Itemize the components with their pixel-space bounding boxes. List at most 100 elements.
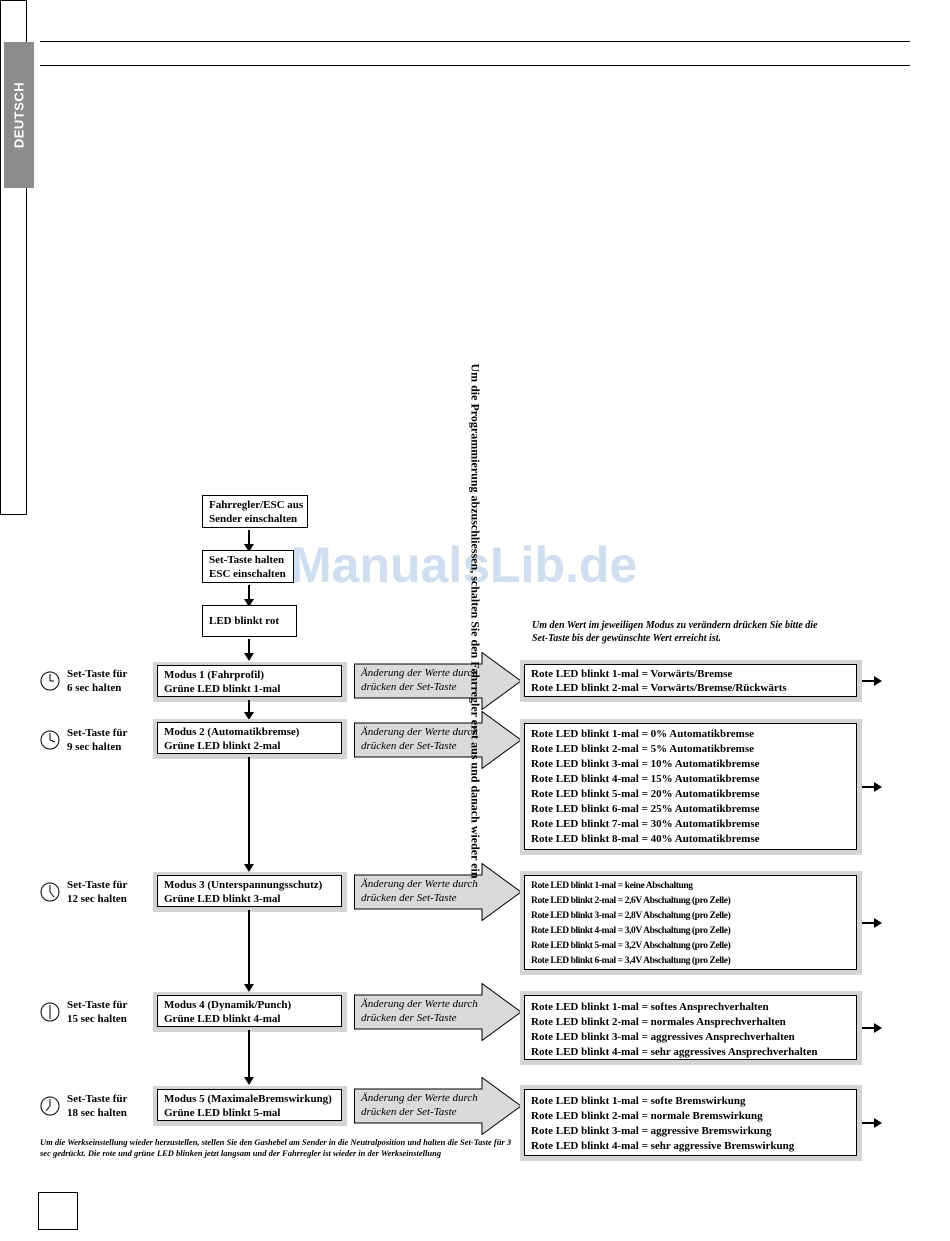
option-item: Rote LED blinkt 7-mal = 30% Automatikbre… [531, 818, 760, 830]
arrow-down [244, 1030, 254, 1085]
change-arrow-line2: drücken der Set-Taste [361, 892, 457, 904]
change-note: Um den Wert im jeweiligen Modus zu verän… [532, 620, 818, 644]
change-arrow [354, 983, 522, 1041]
change-arrow [354, 711, 522, 769]
language-tab-label: DEUTSCH [11, 81, 27, 149]
mode-4-box: Modus 4 (Dynamik/Punch) Grüne LED blinkt… [157, 995, 342, 1027]
mode-5-box: Modus 5 (MaximaleBremswirkung) Grüne LED… [157, 1089, 342, 1121]
options-box-mode-2: Rote LED blinkt 1-mal = 0% Automatikbrem… [524, 723, 857, 850]
hold-label-mode-4: Set-Taste für 15 sec halten [67, 998, 127, 1026]
hold-duration: 9 sec halten [67, 741, 122, 753]
option-item: Rote LED blinkt 6-mal = 25% Automatikbre… [531, 803, 760, 815]
options-box-mode-4: Rote LED blinkt 1-mal = softes Ansprechv… [524, 995, 857, 1060]
option-item: Rote LED blinkt 6-mal = 3,4V Abschaltung… [531, 956, 731, 966]
clock-icon [40, 1002, 60, 1022]
arrow-right [862, 676, 882, 686]
change-arrow-line2: drücken der Set-Taste [361, 740, 457, 752]
mode-led: Grüne LED blinkt 3-mal [164, 893, 281, 905]
start-step-2: Set-Taste halten ESC einschalten [202, 550, 294, 583]
option-item: Rote LED blinkt 4-mal = 3,0V Abschaltung… [531, 926, 731, 936]
arrow-down [244, 757, 254, 872]
option-item: Rote LED blinkt 5-mal = 3,2V Abschaltung… [531, 941, 731, 951]
arrow-down [244, 639, 254, 661]
clock-icon [40, 730, 60, 750]
option-item: Rote LED blinkt 4-mal = sehr aggressives… [531, 1046, 818, 1058]
mode-1-box: Modus 1 (Fahrprofil) Grüne LED blinkt 1-… [157, 665, 342, 697]
page-number-box [38, 1192, 78, 1230]
option-item: Rote LED blinkt 1-mal = softes Ansprechv… [531, 1001, 769, 1013]
options-box-mode-3: Rote LED blinkt 1-mal = keine Abschaltun… [524, 875, 857, 970]
change-arrow-line2: drücken der Set-Taste [361, 1012, 457, 1024]
header-rule-top [40, 41, 910, 42]
option-item: Rote LED blinkt 1-mal = softe Bremswirku… [531, 1095, 746, 1107]
change-arrow-text: Änderung der Werte durch drücken der Set… [361, 877, 478, 905]
hold-text: Set-Taste für [67, 668, 128, 680]
option-item: Rote LED blinkt 2-mal = normale Bremswir… [531, 1110, 763, 1122]
mode-title: Modus 4 (Dynamik/Punch) [164, 999, 292, 1011]
hold-duration: 6 sec halten [67, 682, 122, 694]
change-arrow-text: Änderung der Werte durch drücken der Set… [361, 1091, 478, 1119]
start-step-2-line2: ESC einschalten [209, 568, 286, 580]
change-arrow-text: Änderung der Werte durch drücken der Set… [361, 725, 478, 753]
hold-label-mode-1: Set-Taste für 6 sec halten [67, 667, 127, 695]
change-arrow-text: Änderung der Werte durch drücken der Set… [361, 997, 478, 1025]
start-step-1-line1: Fahrregler/ESC aus [209, 499, 304, 511]
option-item: Rote LED blinkt 5-mal = 20% Automatikbre… [531, 788, 760, 800]
header-rule-bottom [40, 65, 910, 66]
hold-duration: 15 sec halten [67, 1013, 127, 1025]
start-step-3-line1: LED blinkt rot [209, 615, 280, 627]
option-item: Rote LED blinkt 1-mal = Vorwärts/Bremse [531, 668, 733, 680]
arrow-right [862, 782, 882, 792]
change-arrow [354, 863, 522, 921]
language-tab: DEUTSCH [4, 42, 34, 188]
change-arrow-line1: Änderung der Werte durch [361, 1092, 478, 1104]
change-arrow [354, 652, 522, 710]
hold-label-mode-5: Set-Taste für 18 sec halten [67, 1092, 127, 1120]
clock-icon [40, 671, 60, 691]
change-arrow-line2: drücken der Set-Taste [361, 681, 457, 693]
start-step-1: Fahrregler/ESC aus Sender einschalten [202, 495, 308, 528]
option-item: Rote LED blinkt 2-mal = 2,6V Abschaltung… [531, 896, 731, 906]
arrow-down [244, 585, 254, 607]
option-item: Rote LED blinkt 2-mal = 5% Automatikbrem… [531, 743, 755, 755]
start-step-3: LED blinkt rot [202, 605, 297, 637]
change-arrow-line1: Änderung der Werte durch [361, 726, 478, 738]
mode-2-box: Modus 2 (Automatikbremse) Grüne LED blin… [157, 722, 342, 754]
mode-title: Modus 2 (Automatikbremse) [164, 726, 300, 738]
hold-text: Set-Taste für [67, 879, 128, 891]
finish-instruction-text: Um die Programmierung abzuschliessen, sc… [468, 362, 483, 879]
arrow-right [862, 1118, 882, 1128]
option-item: Rote LED blinkt 1-mal = 0% Automatikbrem… [531, 728, 755, 740]
change-arrow-line1: Änderung der Werte durch [361, 878, 478, 890]
factory-reset-note: Um die Werkseinstellung wieder herzustel… [40, 1137, 512, 1158]
arrow-down [244, 910, 254, 992]
arrow-right [862, 918, 882, 928]
option-item: Rote LED blinkt 3-mal = aggressives Ansp… [531, 1031, 795, 1043]
arrow-down [244, 530, 254, 552]
mode-title: Modus 5 (MaximaleBremswirkung) [164, 1093, 332, 1105]
option-item: Rote LED blinkt 2-mal = Vorwärts/Bremse/… [531, 682, 787, 694]
mode-3-box: Modus 3 (Unterspannungsschutz) Grüne LED… [157, 875, 342, 907]
mode-led: Grüne LED blinkt 1-mal [164, 683, 281, 695]
mode-title: Modus 1 (Fahrprofil) [164, 669, 265, 681]
clock-icon [40, 1096, 60, 1116]
arrow-right [862, 1023, 882, 1033]
hold-text: Set-Taste für [67, 1093, 128, 1105]
hold-duration: 12 sec halten [67, 893, 127, 905]
mode-led: Grüne LED blinkt 4-mal [164, 1013, 281, 1025]
change-arrow-line2: drücken der Set-Taste [361, 1106, 457, 1118]
option-item: Rote LED blinkt 3-mal = 2,8V Abschaltung… [531, 911, 731, 921]
option-item: Rote LED blinkt 1-mal = keine Abschaltun… [531, 881, 693, 891]
change-arrow-line1: Änderung der Werte durch [361, 667, 478, 679]
start-step-2-line1: Set-Taste halten [209, 554, 285, 566]
watermark: ManualsLib.de [290, 537, 638, 593]
option-item: Rote LED blinkt 3-mal = aggressive Brems… [531, 1125, 772, 1137]
mode-led: Grüne LED blinkt 5-mal [164, 1107, 281, 1119]
hold-text: Set-Taste für [67, 727, 128, 739]
option-item: Rote LED blinkt 2-mal = normales Ansprec… [531, 1016, 786, 1028]
options-box-mode-5: Rote LED blinkt 1-mal = softe Bremswirku… [524, 1089, 857, 1156]
clock-icon [40, 882, 60, 902]
change-arrow-line1: Änderung der Werte durch [361, 998, 478, 1010]
change-arrow [354, 1077, 522, 1135]
change-arrow-text: Änderung der Werte durch drücken der Set… [361, 666, 478, 694]
